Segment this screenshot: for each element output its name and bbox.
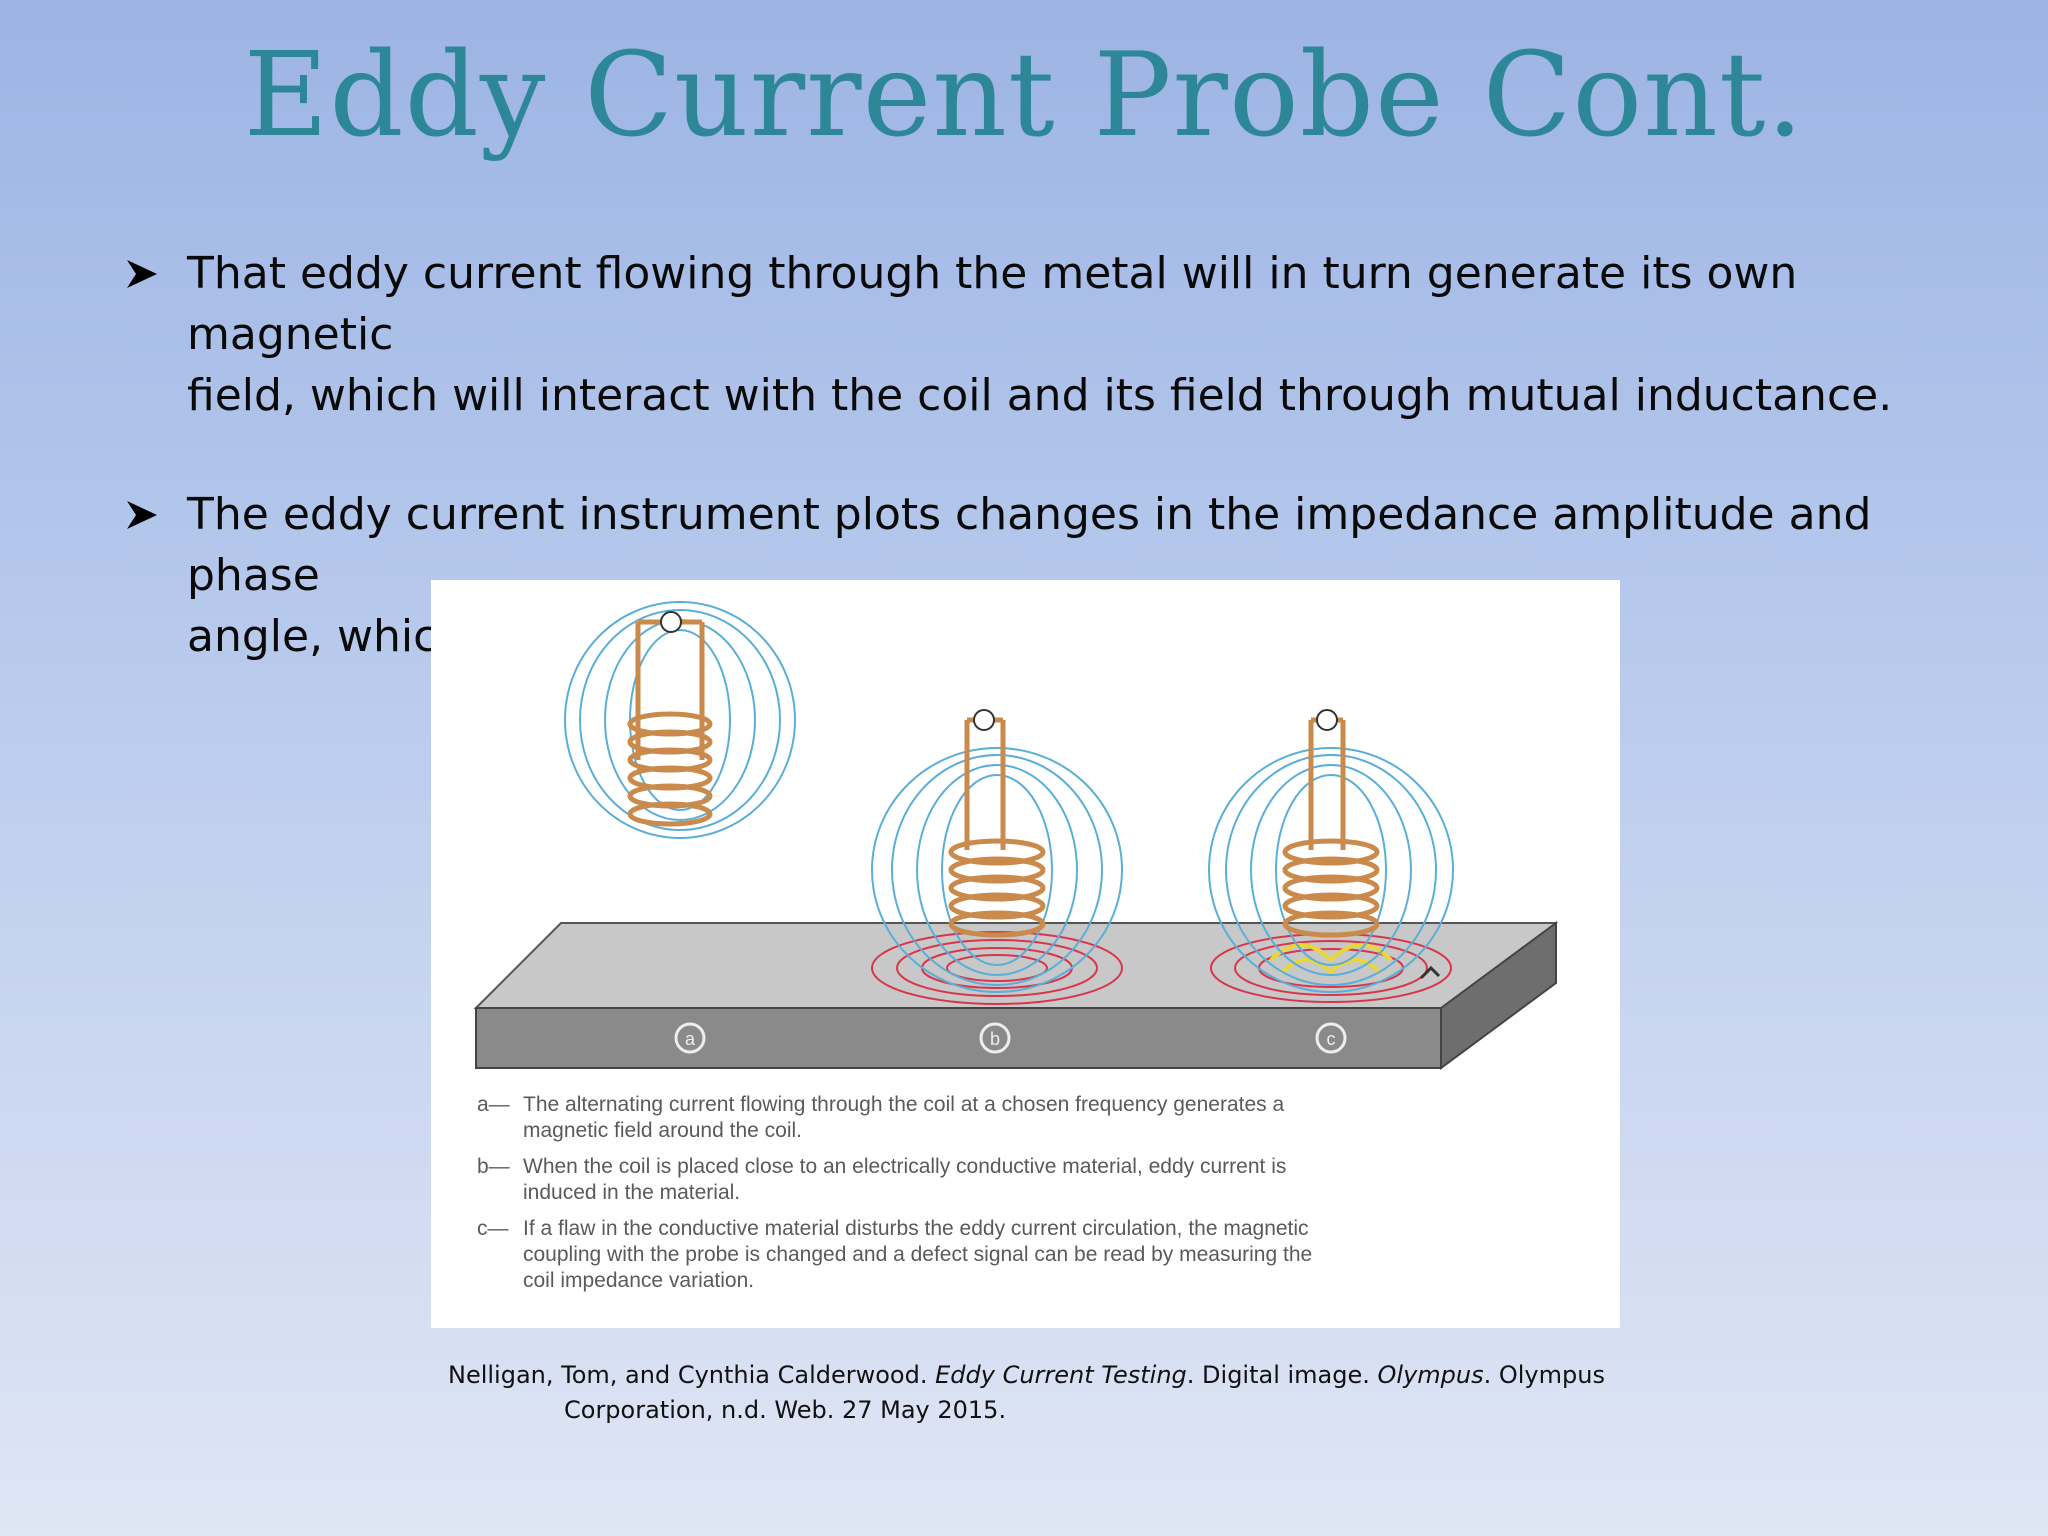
ac-source-a	[660, 611, 682, 633]
image-citation: Nelligan, Tom, and Cynthia Calderwood. E…	[448, 1358, 1648, 1428]
coil-a	[627, 619, 713, 827]
caption-line: coupling with the probe is changed and a…	[523, 1243, 1313, 1266]
caption-line: The alternating current flowing through …	[523, 1093, 1285, 1116]
caption-line: magnetic field around the coil.	[523, 1119, 802, 1142]
slide-title: Eddy Current Probe Cont.	[243, 28, 1805, 163]
citation-line-2: Corporation, n.d. Web. 27 May 2015.	[564, 1396, 1007, 1424]
field-lines-c	[1208, 747, 1454, 993]
marker-c: c	[1315, 1022, 1347, 1054]
field-lines-b	[871, 747, 1123, 993]
test-plate-side	[1440, 921, 1557, 1070]
arrow-bullet-icon	[125, 243, 187, 296]
test-plate-front	[475, 1007, 1442, 1069]
caption-line: coil impedance variation.	[523, 1269, 755, 1292]
ac-source-c	[1316, 709, 1338, 731]
ac-source-b	[973, 709, 995, 731]
citation-site-title: Olympus	[1377, 1361, 1484, 1389]
flaw-crack	[1419, 965, 1441, 980]
marker-label-b: b	[990, 1029, 1000, 1049]
caption-line: If a flaw in the conductive material dis…	[523, 1217, 1309, 1240]
caption-line: When the coil is placed close to an elec…	[523, 1155, 1287, 1178]
arrow-bullet-icon	[125, 484, 187, 537]
caption-prefix: a—	[477, 1093, 510, 1116]
eddy-current-diagram: a b c	[473, 601, 1559, 1070]
marker-label-a: a	[685, 1029, 696, 1049]
caption-a: a— The alternating current flowing throu…	[477, 1092, 1597, 1144]
bullet-text: That eddy current flowing through the me…	[187, 243, 1955, 426]
bullet-line: That eddy current flowing through the me…	[187, 248, 1798, 360]
marker-a: a	[674, 1022, 706, 1054]
eddy-current-figure: a b c a— The alternating current flowing…	[431, 580, 1620, 1328]
marker-label-c: c	[1327, 1029, 1336, 1049]
bullet-line: The eddy current instrument plots change…	[187, 489, 1872, 601]
citation-line-1: Nelligan, Tom, and Cynthia Calderwood. E…	[448, 1358, 1648, 1393]
caption-c: c— If a flaw in the conductive material …	[477, 1216, 1597, 1294]
caption-prefix: c—	[477, 1217, 509, 1240]
flaw-current-c	[1269, 943, 1393, 975]
caption-b: b— When the coil is placed close to an e…	[477, 1154, 1597, 1206]
citation-text: . Olympus	[1483, 1361, 1605, 1389]
citation-work-title: Eddy Current Testing	[935, 1361, 1187, 1389]
field-lines-a	[564, 601, 796, 839]
figure-captions: a— The alternating current flowing throu…	[477, 1092, 1597, 1304]
citation-text: . Digital image.	[1186, 1361, 1378, 1389]
marker-b: b	[979, 1022, 1011, 1054]
caption-line: induced in the material.	[523, 1181, 741, 1204]
bullet-item: That eddy current flowing through the me…	[125, 243, 1955, 426]
caption-prefix: b—	[477, 1155, 510, 1178]
bullet-line: field, which will interact with the coil…	[187, 370, 1893, 421]
citation-text: Nelligan, Tom, and Cynthia Calderwood.	[448, 1361, 936, 1389]
